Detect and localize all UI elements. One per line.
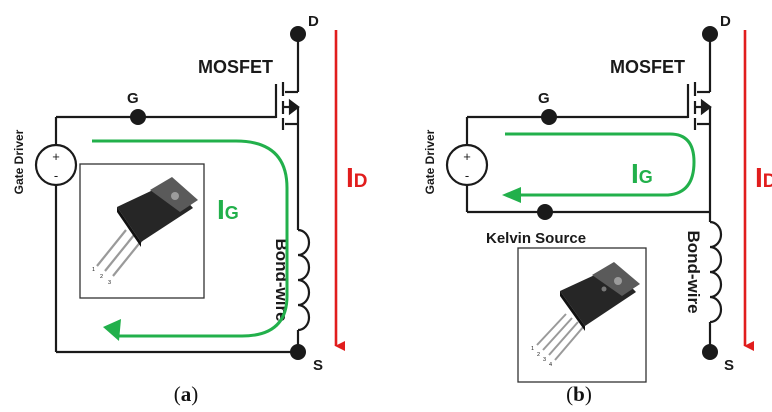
gate-current-loop-b	[505, 132, 696, 197]
kelvin-source-node-b	[537, 204, 553, 220]
drain-label-b: D	[720, 13, 731, 30]
gate-driver-label-b: Gate Driver	[423, 129, 437, 194]
gate-driver-source-b: + -	[445, 143, 489, 187]
gate-current-label-a: IG	[217, 194, 239, 225]
gate-current-arrowhead-a	[103, 319, 121, 341]
gate-label-b: G	[538, 90, 550, 107]
package-pin-label-a-3: 3	[108, 280, 111, 286]
kelvin-source-label-b: Kelvin Source	[486, 230, 586, 247]
drain-current-label-b: ID	[755, 162, 772, 193]
gate-node-a	[130, 109, 146, 125]
package-pin-label-a-1: 1	[92, 267, 95, 273]
source-plus-b: +	[463, 149, 471, 164]
mosfet-label-b: MOSFET	[610, 57, 685, 77]
gate-node-b	[541, 109, 557, 125]
gate-current-arrowhead-b	[502, 187, 521, 203]
bondwire-inductor-a	[297, 228, 311, 332]
package-pin-label-b-4: 4	[549, 362, 552, 368]
drain-current-label-a: ID	[346, 162, 368, 193]
mosfet-symbol-a	[274, 82, 300, 130]
circuit-wires-a	[54, 34, 300, 354]
circuit-wires-b	[465, 34, 712, 352]
source-label-a: S	[313, 357, 323, 374]
source-plus-a: +	[52, 149, 60, 164]
gate-driver-label-a: Gate Driver	[12, 129, 26, 194]
source-minus-a: -	[54, 168, 58, 183]
source-minus-b: -	[465, 168, 469, 183]
caption-a: (a)	[174, 382, 199, 406]
drain-node-b	[702, 26, 718, 42]
package-pin-label-a-2: 2	[100, 274, 103, 280]
source-label-b: S	[724, 357, 734, 374]
bondwire-label-b: Bond-wire	[684, 230, 703, 313]
gate-current-loop-a	[92, 139, 289, 338]
caption-b: (b)	[566, 382, 592, 406]
package-pin-label-b-3: 3	[543, 357, 546, 363]
source-node-b	[702, 344, 718, 360]
package-pin-label-b-1: 1	[531, 346, 534, 352]
gate-label-a: G	[127, 90, 139, 107]
to247-package-image-a: 1 2 3	[79, 163, 205, 299]
bondwire-inductor-b	[709, 220, 723, 324]
gate-current-label-b: IG	[631, 158, 653, 189]
package-pin-label-b-2: 2	[537, 352, 540, 358]
drain-label-a: D	[308, 13, 319, 30]
source-node-a	[290, 344, 306, 360]
drain-node-a	[290, 26, 306, 42]
panel-a: + - Gate Driver D S G MOSFET Bond-wire I…	[12, 13, 368, 406]
mosfet-symbol-b	[686, 82, 712, 130]
mosfet-label-a: MOSFET	[198, 57, 273, 77]
panel-b: + - Gate Driver D S G MOSFET Kelvin Sour…	[423, 13, 772, 406]
gate-driver-source-a: + -	[34, 143, 78, 187]
to247-4-package-image-b: 1 2 3 4	[517, 247, 647, 383]
